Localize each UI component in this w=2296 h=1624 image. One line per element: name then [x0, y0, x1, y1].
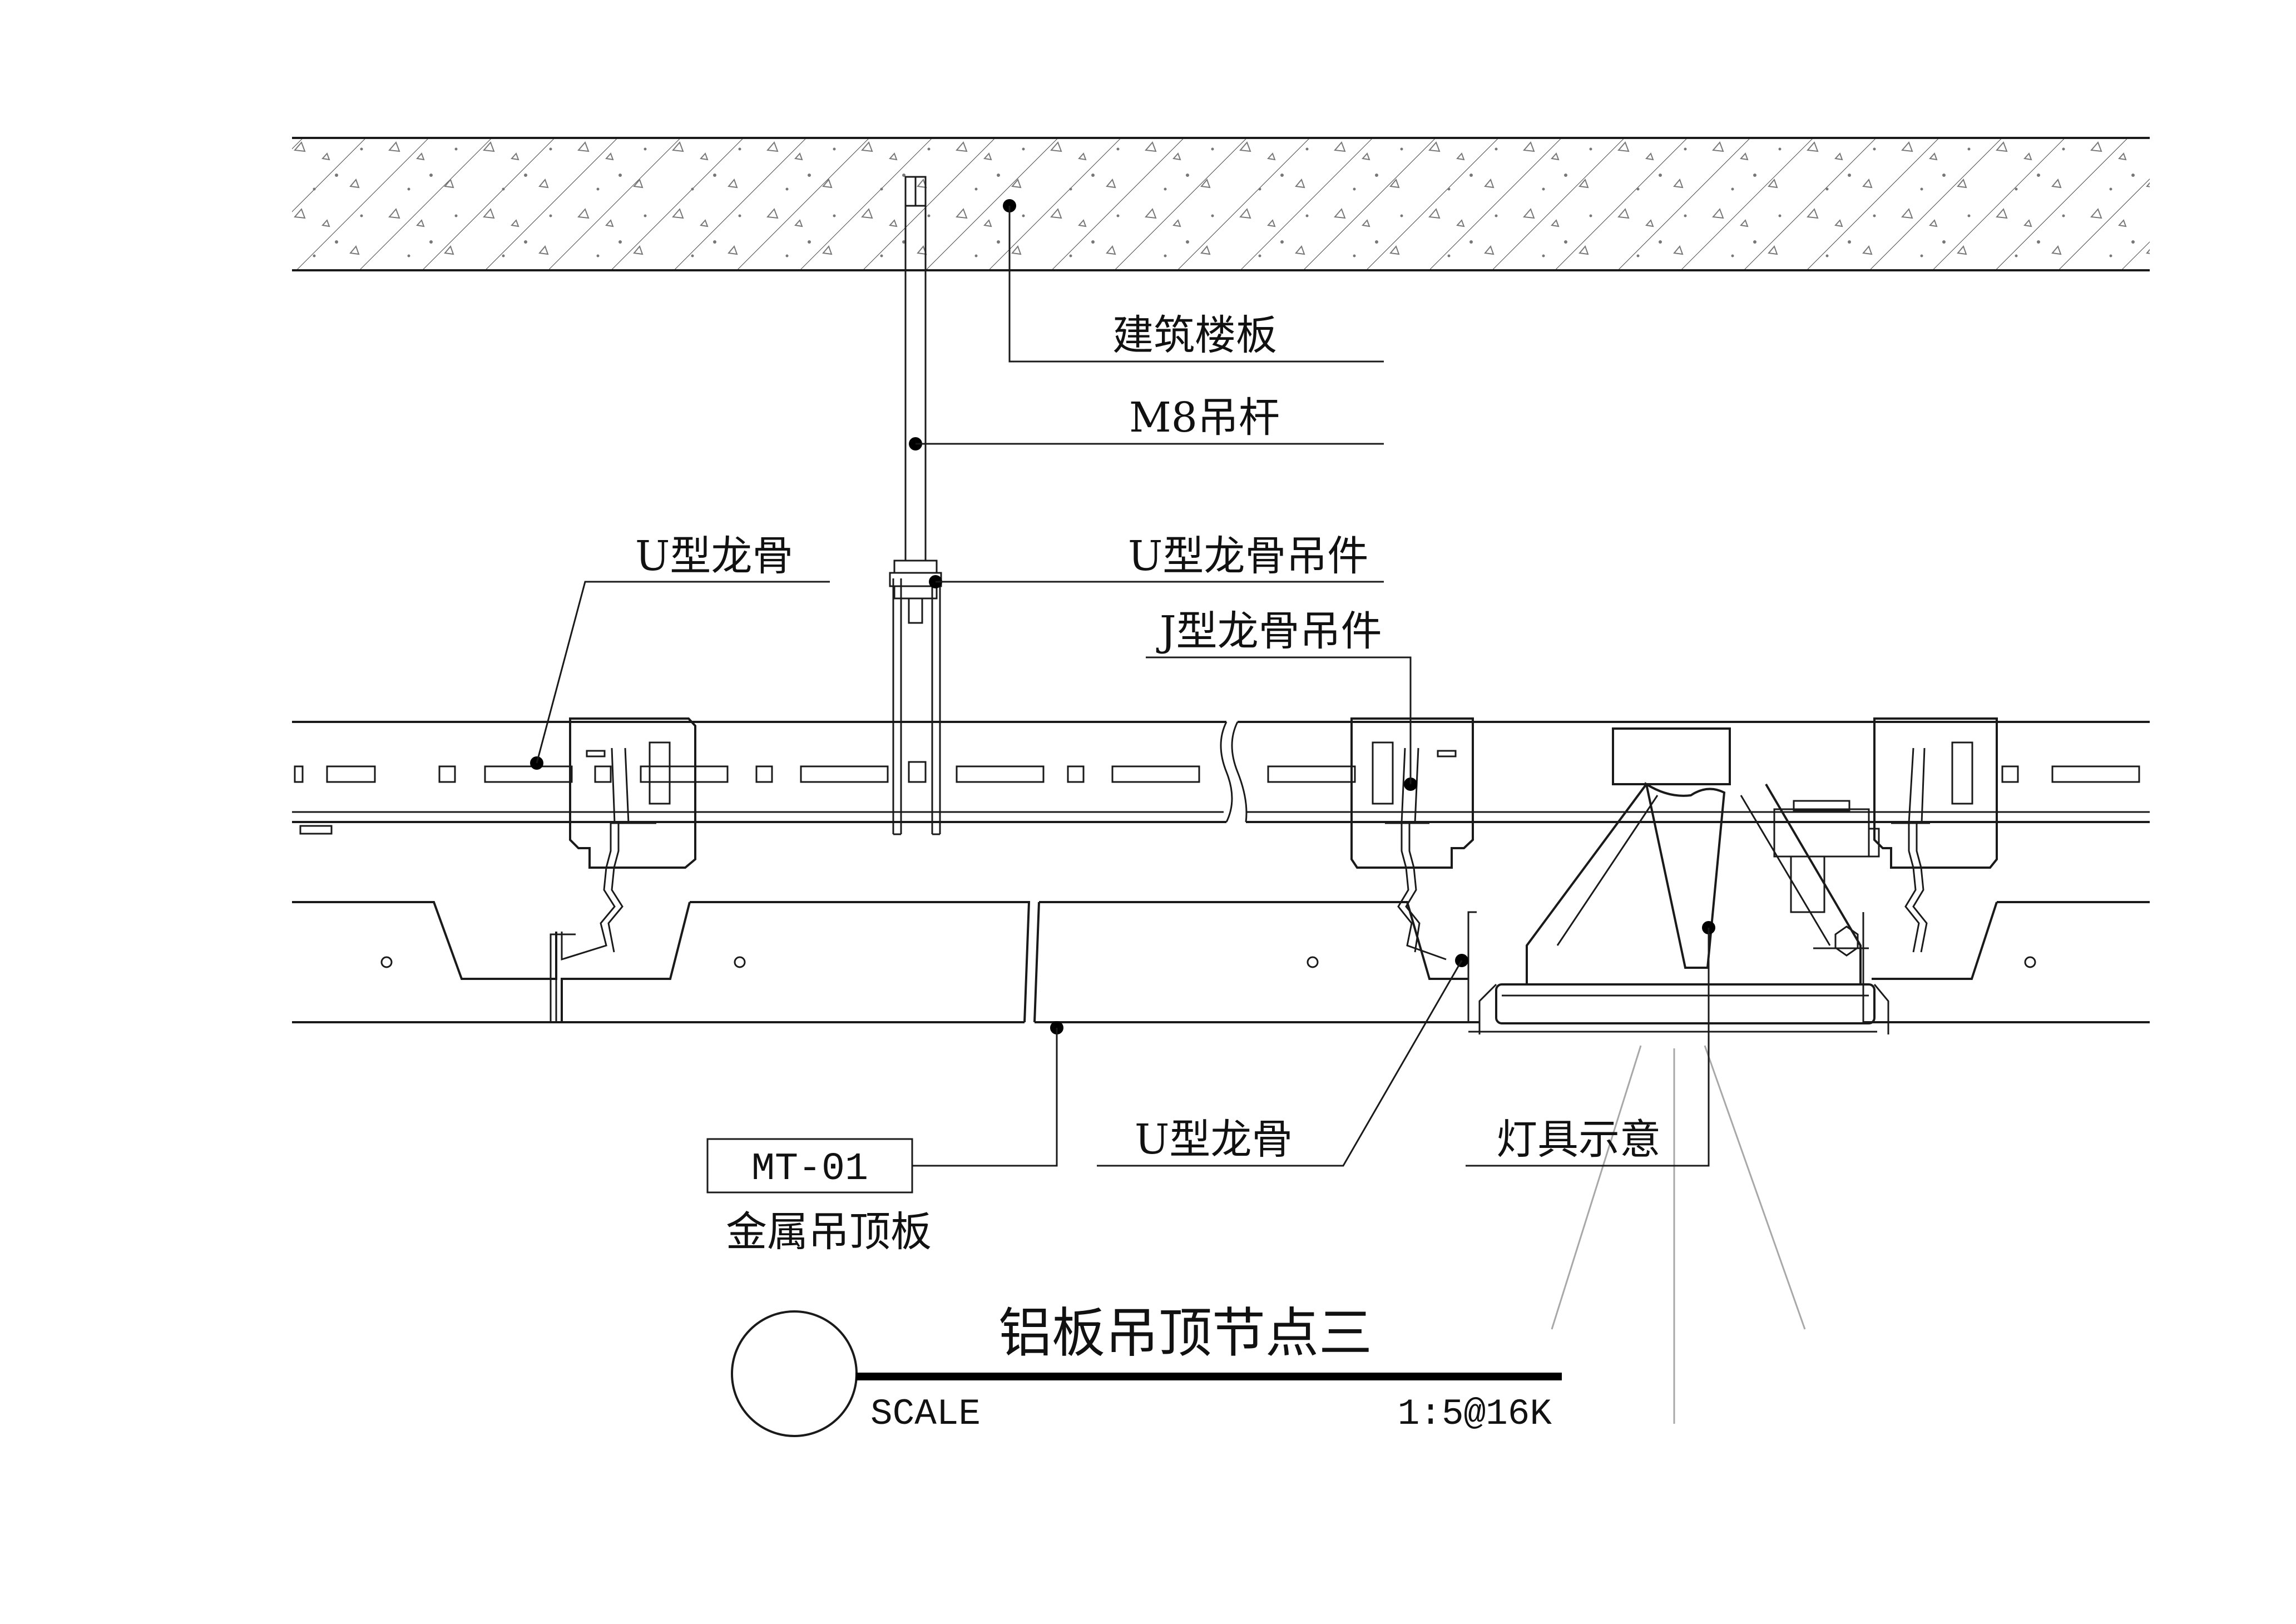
leader-light	[1466, 921, 1715, 1167]
drawing-title: 铝板吊顶节点三	[998, 1302, 1372, 1364]
label-m8-rod: M8吊杆	[1129, 394, 1280, 442]
label-panel-code: MT-01	[751, 1147, 868, 1191]
leader-rod	[909, 437, 1384, 450]
building-slab	[292, 137, 2150, 271]
scale-value: 1:5@16K	[1398, 1393, 1552, 1435]
scale-label: SCALE	[870, 1393, 981, 1435]
leader-u-hanger	[929, 575, 1384, 588]
leader-u-keel-left	[530, 581, 830, 770]
metal-ceiling-panels	[292, 901, 2150, 1033]
label-u-keel-left: U型龙骨	[635, 532, 793, 580]
title-block	[731, 1310, 1562, 1437]
leader-slab	[1003, 199, 1384, 363]
label-building-slab: 建筑楼板	[1112, 311, 1277, 359]
label-panel-name: 金属吊顶板	[726, 1208, 932, 1256]
j-hanger-clip-right	[1350, 717, 1474, 960]
leader-panel	[912, 1021, 1063, 1167]
j-hanger-clip-far-right	[1873, 717, 1998, 953]
label-light-fixture: 灯具示意	[1496, 1116, 1661, 1163]
panel-code-box: MT-01	[706, 1138, 913, 1194]
leader-u-keel-bottom	[1097, 954, 1468, 1167]
light-fixture	[1478, 727, 1889, 1034]
light-beams	[1551, 1045, 1806, 1424]
label-u-keel-hanger: U型龙骨吊件	[1128, 532, 1368, 580]
label-u-keel-bottom: U型龙骨	[1135, 1116, 1293, 1163]
u-keel-hanger	[892, 578, 941, 835]
label-j-keel-hanger: J型龙骨吊件	[1156, 607, 1382, 655]
j-hanger-clip-left	[561, 717, 696, 961]
leader-j-hanger	[1146, 656, 1417, 791]
